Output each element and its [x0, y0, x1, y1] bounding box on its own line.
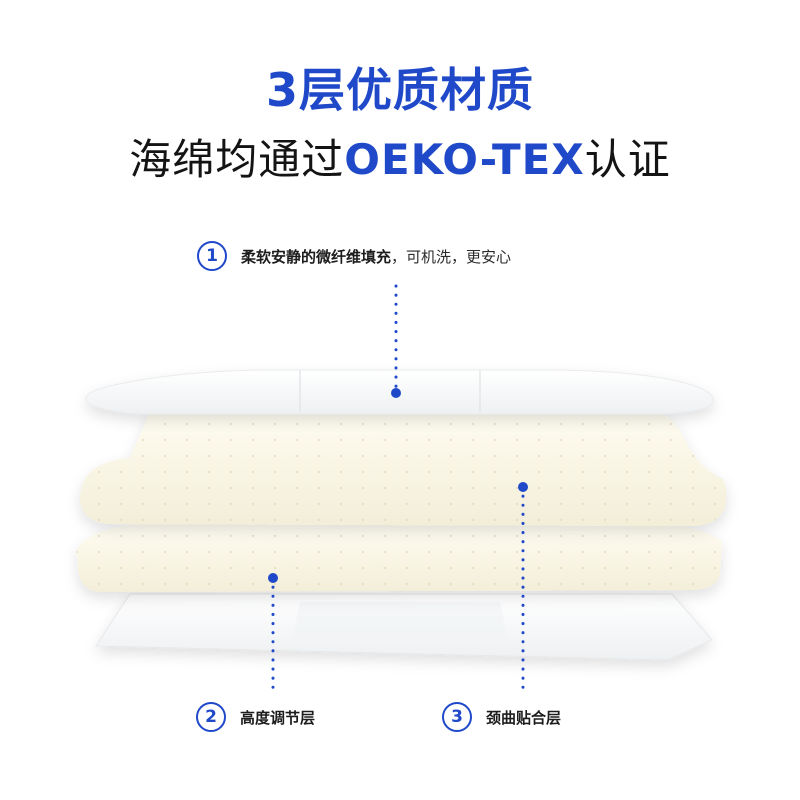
callout-number-2: 2: [196, 702, 226, 732]
callout-text-2: 高度调节层: [240, 708, 316, 727]
page-subtitle: 海绵均通过OEKO-TEX认证: [0, 134, 800, 186]
page-title: 3层优质材质: [265, 63, 534, 117]
anchor-dot-3: [518, 482, 528, 492]
anchor-dot-2: [268, 573, 278, 583]
subtitle-highlight: OEKO-TEX: [344, 135, 585, 184]
callout-height-adjust: 2 高度调节层: [196, 702, 315, 732]
subtitle-prefix: 海绵均通过: [129, 135, 345, 184]
callout-number-3: 3: [442, 702, 472, 732]
height-adjust-foam-layer: [80, 405, 727, 526]
subtitle-suffix: 认证: [584, 135, 671, 184]
callout-number-1: 1: [197, 241, 227, 271]
anchor-dot-1: [391, 388, 401, 398]
callout-neck-contour: 3 颈曲贴合层: [442, 702, 561, 732]
callout-text-3: 颈曲贴合层: [486, 708, 562, 727]
callout-microfiber: 1 柔软安静的微纤维填充，可机洗，更安心: [197, 241, 511, 271]
callout-text-1: 柔软安静的微纤维填充: [241, 247, 392, 266]
bottom-cover-layer: [95, 593, 713, 661]
callout-text-1-rest: ，可机洗，更安心: [391, 247, 512, 266]
neck-contour-foam-layer: [76, 521, 722, 592]
